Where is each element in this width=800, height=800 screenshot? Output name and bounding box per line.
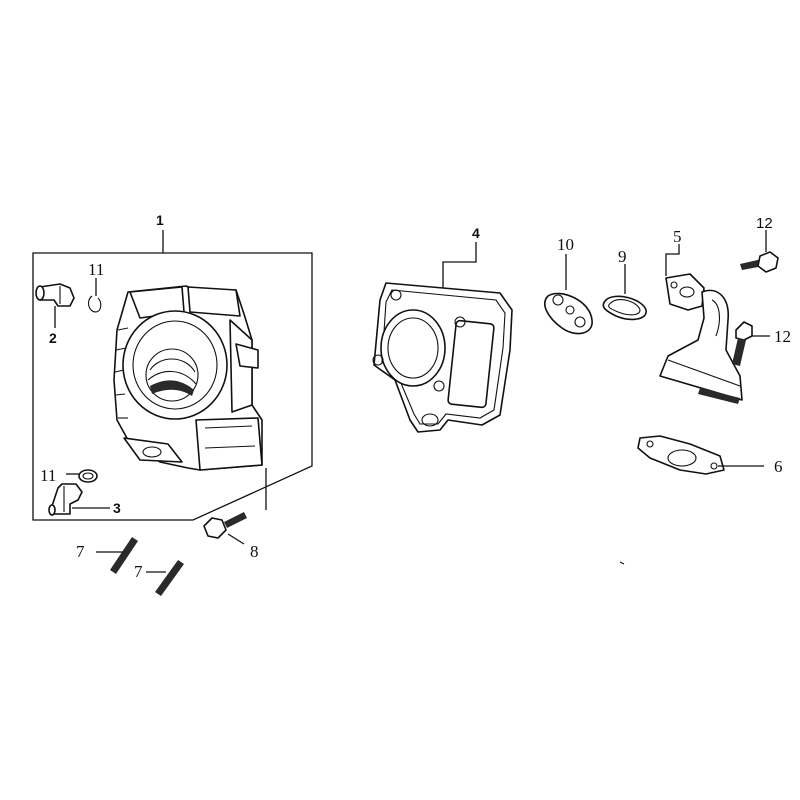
o-ring-icon <box>66 469 98 483</box>
bolt-icon <box>732 321 770 366</box>
callout-2: 2 <box>49 330 57 346</box>
bolt-icon <box>740 230 779 273</box>
ring-icon <box>602 264 647 321</box>
dowel-pin-icon <box>48 483 110 516</box>
gasket-icon <box>637 435 764 475</box>
callout-5: 5 <box>673 227 682 246</box>
callout-7b: 7 <box>134 562 143 581</box>
callout-12b: 12 <box>774 327 791 346</box>
insulator-icon <box>544 254 593 335</box>
callout-8: 8 <box>250 542 259 561</box>
callout-12a: 12 <box>756 215 773 232</box>
callout-1: 1 <box>156 212 164 228</box>
dowel-pin-icon <box>35 283 75 328</box>
stray-mark <box>619 561 625 565</box>
cylinder-block-icon <box>113 285 263 471</box>
cylinder-group-bracket <box>32 230 313 521</box>
intake-manifold-icon <box>659 244 743 404</box>
callout-7a: 7 <box>76 542 85 561</box>
callout-6: 6 <box>774 457 783 476</box>
stud-bolt-icon <box>146 560 184 596</box>
bolt-icon <box>203 468 267 545</box>
o-ring-icon <box>87 278 102 313</box>
callout-9: 9 <box>618 247 627 266</box>
callout-4: 4 <box>472 225 480 241</box>
callout-10: 10 <box>557 235 574 254</box>
callout-3: 3 <box>113 500 121 516</box>
stud-bolt-icon <box>96 537 138 574</box>
callout-11b: 11 <box>40 466 56 485</box>
gasket-icon <box>372 242 513 433</box>
callout-11a: 11 <box>88 260 104 279</box>
